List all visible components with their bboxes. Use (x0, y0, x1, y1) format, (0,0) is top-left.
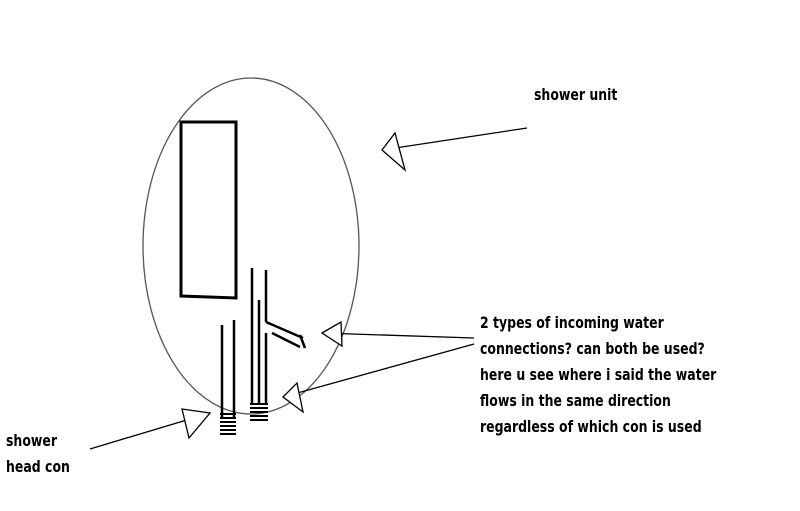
shower-head-connector (220, 413, 236, 435)
shower-head-pipe (220, 320, 236, 418)
shower-unit-label: shower unit (534, 82, 617, 108)
arrow-shower-unit (381, 127, 528, 172)
arrow-shower-head-con (89, 408, 212, 450)
shower-head-con-line-2: head con (6, 457, 70, 476)
connections-note-line-5: regardless of which con is used (480, 417, 702, 436)
connections-note-line-2: connections? can both be used? (480, 339, 705, 358)
connections-note-line-3: here u see where i said the water (480, 365, 717, 384)
incoming-water-pipe (250, 268, 307, 405)
arrow-bottom-connection (282, 343, 475, 414)
shower-unit-outline (142, 77, 360, 415)
shower-unit-label-text: shower unit (534, 85, 618, 104)
connections-note-line-1: 2 types of incoming water (480, 313, 664, 332)
connections-note: 2 types of incoming water connections? c… (480, 310, 716, 440)
arrow-branch-connection (320, 320, 475, 348)
incoming-water-connector (250, 403, 268, 421)
unit-panel (179, 120, 238, 300)
shower-head-con-label: shower head con (6, 428, 70, 480)
connections-note-line-4: flows in the same direction (480, 391, 671, 410)
shower-head-con-line-1: shower (6, 431, 58, 450)
